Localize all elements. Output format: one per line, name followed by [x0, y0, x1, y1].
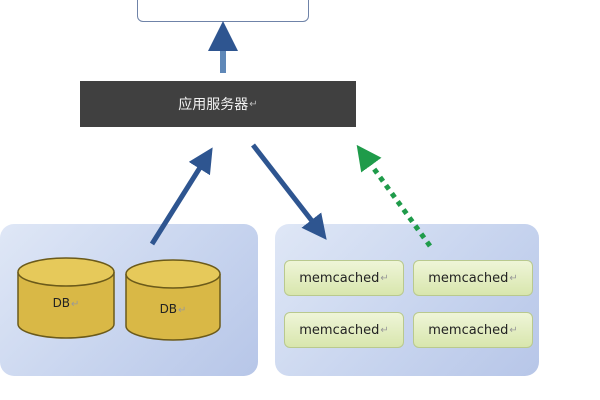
app-server-para-mark: ↵: [249, 98, 258, 110]
database-1: DB↵: [18, 296, 114, 314]
memcached-node-4: memcached↵: [413, 312, 533, 348]
app-server-label: 应用服务器: [178, 97, 249, 113]
memcached-node-3-label: memcached: [299, 322, 380, 338]
memcached-node-2-para-mark: ↵: [509, 272, 518, 284]
memcached-node-3: memcached↵: [284, 312, 404, 348]
database-cylinder-1: [17, 257, 115, 339]
memcached-node-4-label: memcached: [428, 322, 509, 338]
database-2-label-wrap: DB↵: [126, 302, 220, 316]
database-1-label-wrap: DB↵: [18, 296, 114, 310]
database-1-para-mark: ↵: [71, 299, 80, 310]
memcached-node-3-para-mark: ↵: [380, 324, 389, 336]
memcached-node-1: memcached↵: [284, 260, 404, 296]
cache-to-server-dashed-arrow: [356, 144, 433, 248]
cache-panel: [275, 224, 539, 376]
database-2: DB↵: [126, 302, 220, 320]
app-server-box: 应用服务器↵: [80, 81, 356, 127]
server-to-cache-arrow: [251, 143, 327, 240]
db-to-server-arrow: [149, 147, 213, 246]
memcached-node-1-label: memcached: [299, 270, 380, 286]
database-cylinder-2: [125, 259, 221, 341]
database-1-label: DB: [52, 296, 71, 310]
memcached-node-1-para-mark: ↵: [380, 272, 389, 284]
database-2-label: DB: [159, 302, 178, 316]
database-2-para-mark: ↵: [178, 305, 187, 316]
memcached-node-4-para-mark: ↵: [509, 324, 518, 336]
memcached-node-2: memcached↵: [413, 260, 533, 296]
memcached-node-2-label: memcached: [428, 270, 509, 286]
